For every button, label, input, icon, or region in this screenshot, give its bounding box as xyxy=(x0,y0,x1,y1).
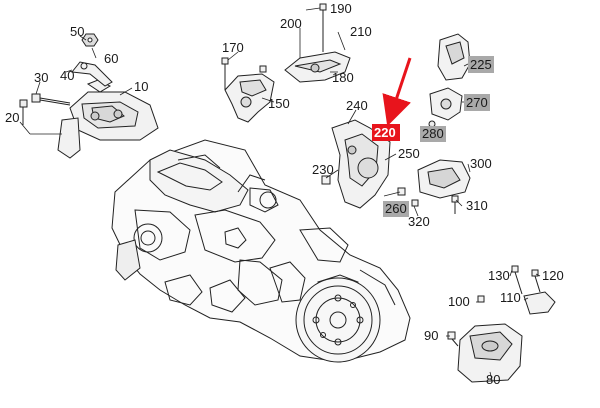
engine-mount-300 xyxy=(397,159,471,214)
callout-110[interactable]: 110 xyxy=(500,290,521,305)
callout-190[interactable]: 190 xyxy=(330,1,352,16)
callout-130[interactable]: 130 xyxy=(488,268,510,283)
callout-225: 225 xyxy=(470,57,492,72)
callout-310[interactable]: 310 xyxy=(466,198,488,213)
bolt-30 xyxy=(31,93,71,106)
callout-250[interactable]: 250 xyxy=(398,146,420,161)
bracket-110 xyxy=(477,265,556,315)
callout-60[interactable]: 60 xyxy=(104,51,118,66)
highlight-280-bg xyxy=(420,126,446,142)
callout-200[interactable]: 200 xyxy=(280,16,302,31)
nut-50 xyxy=(81,33,99,47)
engine-mount-10 xyxy=(57,79,159,159)
callout-260: 260 xyxy=(385,201,407,216)
callout-300[interactable]: 300 xyxy=(470,156,492,171)
selected-220-bg xyxy=(372,124,400,141)
callout-150[interactable]: 150 xyxy=(268,96,290,111)
mount-225 xyxy=(437,33,471,81)
callout-120[interactable]: 120 xyxy=(542,268,564,283)
flywheel xyxy=(295,277,381,363)
mount-270 xyxy=(429,87,463,121)
callout-40[interactable]: 40 xyxy=(60,68,74,83)
callout-280: 280 xyxy=(422,126,444,141)
pointer-arrow xyxy=(382,57,412,127)
callout-170[interactable]: 170 xyxy=(222,40,244,55)
callout-240[interactable]: 240 xyxy=(346,98,368,113)
callout-320[interactable]: 320 xyxy=(408,214,430,229)
bolt-20 xyxy=(19,99,28,125)
highlight-270-bg xyxy=(464,94,490,111)
bracket-180 xyxy=(284,3,351,83)
callout-210[interactable]: 210 xyxy=(350,24,372,39)
engine-mount-80 xyxy=(447,323,523,383)
leader-lines xyxy=(19,7,541,381)
callout-270: 270 xyxy=(466,95,488,110)
callout-180[interactable]: 180 xyxy=(332,70,354,85)
highlight-260-bg xyxy=(383,201,409,217)
callout-30[interactable]: 30 xyxy=(34,70,48,85)
callout-100[interactable]: 100 xyxy=(448,294,470,309)
callout-10[interactable]: 10 xyxy=(134,79,148,94)
bracket-40 xyxy=(71,61,113,87)
callout-230[interactable]: 230 xyxy=(312,162,334,177)
bracket-220 xyxy=(321,119,391,209)
callout-80[interactable]: 80 xyxy=(486,372,500,387)
callout-90[interactable]: 90 xyxy=(424,328,438,343)
highlight-225-bg xyxy=(468,56,494,73)
callout-20[interactable]: 20 xyxy=(5,110,19,125)
callout-220[interactable]: 220 xyxy=(374,125,396,140)
callout-50[interactable]: 50 xyxy=(70,24,84,39)
bracket-150 xyxy=(221,57,275,123)
